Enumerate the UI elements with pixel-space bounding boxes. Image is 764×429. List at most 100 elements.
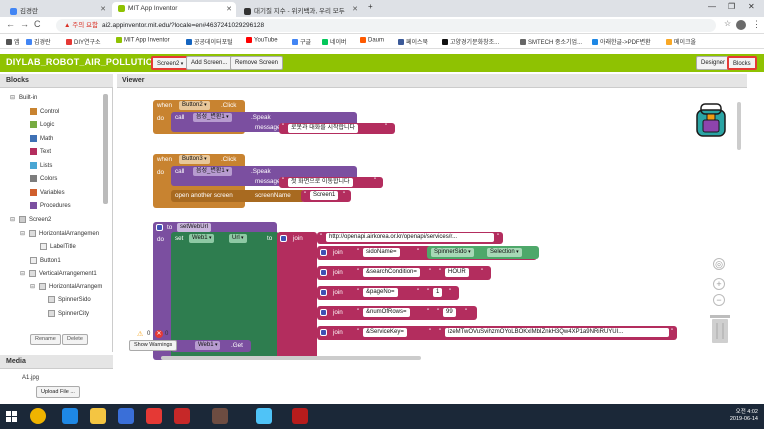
text-value[interactable]: Screen1 [310, 191, 339, 200]
bookmark-item[interactable]: 공공데이터포털 [186, 37, 233, 46]
windows-start-icon[interactable] [6, 411, 18, 423]
app-taskbar-icon[interactable] [256, 408, 272, 424]
chrome-taskbar-icon[interactable] [30, 408, 46, 424]
remove-screen-button[interactable]: Remove Screen [230, 56, 284, 70]
text-block[interactable]: " 첫 화면으로 이동합니다 " [279, 177, 383, 188]
close-window-icon[interactable]: ✕ [748, 2, 755, 11]
text-value[interactable]: &searchCondition= [363, 268, 420, 277]
add-screen-button[interactable]: Add Screen... [186, 56, 233, 70]
bookmark-item[interactable]: YouTube [246, 37, 278, 44]
builtin-math[interactable]: Math [30, 135, 53, 142]
component-dropdown[interactable]: Web1 [189, 234, 215, 243]
minimize-icon[interactable]: — [708, 2, 716, 11]
screen-dropdown[interactable]: Screen2 [151, 56, 190, 70]
join-row[interactable]: join " &numOfRows= " " 99 " [317, 306, 477, 320]
text-value[interactable]: &pageNo= [363, 288, 398, 297]
bookmark-item[interactable]: 구글 [292, 37, 311, 46]
menu-icon[interactable]: ⋮ [752, 19, 761, 29]
maximize-icon[interactable]: ❐ [728, 2, 736, 11]
app-taskbar-icon[interactable] [212, 408, 228, 424]
text-value[interactable]: &numOfRows= [363, 308, 410, 317]
mutator-gear-icon[interactable] [320, 309, 327, 316]
browser-tab-1[interactable]: 김경란✕ [4, 2, 110, 17]
media-file[interactable]: A1.jpg [22, 375, 40, 381]
set-web-url-block[interactable]: set Web1 Url to [171, 232, 279, 360]
workspace-vscrollbar[interactable] [737, 102, 741, 150]
builtin-variables[interactable]: Variables [30, 189, 65, 196]
ie-taskbar-icon[interactable] [62, 408, 78, 424]
join-block-outer[interactable]: join [277, 232, 317, 360]
mutator-gear-icon[interactable] [320, 289, 327, 296]
tree-component[interactable]: Button1 [30, 257, 61, 264]
text-value[interactable]: 1 [433, 288, 443, 297]
collapse-icon[interactable]: ⊟ [30, 284, 36, 291]
builtin-control[interactable]: Control [30, 108, 59, 115]
property-dropdown[interactable]: Url [229, 234, 247, 243]
show-warnings-button[interactable]: Show Warnings [129, 340, 178, 351]
tree-component[interactable]: ⊟HorizontalArrangemen [20, 230, 100, 238]
join-row[interactable]: join " &searchCondition= " " HOUR " [317, 266, 491, 280]
bookmark-item[interactable]: SMTECH 중소기업... [520, 37, 582, 46]
builtin-logic[interactable]: Logic [30, 121, 54, 128]
avatar[interactable] [736, 20, 746, 30]
text-value[interactable]: &ServiceKey= [363, 328, 407, 337]
text-block-url[interactable]: " http://openapi.airkorea.or.kr/openapi/… [317, 232, 503, 244]
tts-dropdown[interactable]: 음성_변환1 [193, 167, 232, 176]
bookmark-item[interactable]: 페이스북 [398, 37, 428, 46]
browser-tab-3[interactable]: 대기질 지수 - 위키백과, 우리 모두✕ [238, 2, 362, 17]
bookmark-item[interactable]: 김경란 [26, 37, 51, 46]
close-tab-icon[interactable]: ✕ [352, 6, 358, 13]
tree-component[interactable]: SpinnerCity [48, 310, 89, 317]
app-taskbar-icon[interactable] [118, 408, 134, 424]
builtin-colors[interactable]: Colors [30, 175, 57, 182]
zoom-in-icon[interactable]: + [713, 278, 725, 290]
blocks-button[interactable]: Blocks [727, 56, 757, 70]
bookmark-item[interactable]: 네이버 [322, 37, 347, 46]
rename-button[interactable]: Rename [30, 334, 61, 345]
tree-screen2[interactable]: ⊟Screen2 [10, 216, 52, 224]
tree-component[interactable]: LabelTitle [40, 243, 76, 250]
explorer-taskbar-icon[interactable] [90, 408, 106, 424]
builtin-lists[interactable]: Lists [30, 162, 52, 169]
recenter-icon[interactable]: ◎ [713, 258, 725, 270]
text-value[interactable]: 로봇과 대화를 시작합니다 [288, 124, 359, 133]
bookmark-apps[interactable]: 앱 [6, 37, 20, 46]
tree-builtin[interactable]: ⊟Built-in [10, 95, 38, 101]
collapse-icon[interactable]: ⊟ [10, 95, 16, 101]
mutator-gear-icon[interactable] [320, 329, 327, 336]
back-icon[interactable]: ← [6, 19, 15, 29]
component-dropdown[interactable]: Button2 [179, 101, 210, 110]
bookmark-item[interactable]: 아래한글->PDF변환 [592, 37, 651, 46]
collapse-icon[interactable]: ⊟ [10, 217, 16, 224]
tts-dropdown[interactable]: 음성_변환1 [193, 113, 232, 122]
procedure-name[interactable]: setWebUrl [177, 223, 211, 232]
collapse-icon[interactable]: ⊟ [20, 271, 26, 278]
zoom-out-icon[interactable]: − [713, 294, 725, 306]
mutator-gear-icon[interactable] [156, 224, 163, 231]
component-dropdown[interactable]: Web1 [195, 341, 221, 350]
spinner-selection-block[interactable]: SpinnerSido Selection [427, 246, 539, 259]
collapse-icon[interactable]: ⊟ [20, 231, 26, 238]
text-value[interactable]: 99 [443, 308, 456, 317]
open-another-screen-block[interactable]: open another screen screenName [171, 190, 305, 202]
builtin-text[interactable]: Text [30, 148, 51, 155]
app-taskbar-icon[interactable] [292, 408, 308, 424]
bookmark-item[interactable]: 메이크올 [666, 37, 696, 46]
tree-scrollbar[interactable] [103, 94, 108, 204]
blocks-workspace[interactable]: when Button2 .Click do call 음성_변환1 .Spea… [121, 92, 741, 360]
mutator-gear-icon[interactable] [320, 269, 327, 276]
text-value[interactable]: HOUR [445, 268, 469, 277]
close-tab-icon[interactable]: ✕ [226, 6, 232, 13]
forward-icon[interactable]: → [20, 19, 29, 29]
tree-component[interactable]: ⊟HorizontalArrangem [30, 283, 103, 291]
app-taskbar-icon[interactable] [146, 408, 162, 424]
bookmark-item[interactable]: 고양경기문화창조... [442, 37, 499, 46]
call-web-get-block[interactable]: Web1 .Get [171, 340, 251, 352]
bookmark-star-icon[interactable]: ☆ [724, 19, 732, 28]
url-text-value[interactable]: http://openapi.airkorea.or.kr/openapi/se… [326, 233, 494, 242]
bookmark-item[interactable]: MIT App Inventor [116, 37, 170, 44]
property-dropdown[interactable]: Selection [487, 248, 522, 257]
text-value[interactable]: 첫 화면으로 이동합니다 [288, 178, 353, 187]
join-row[interactable]: join " &pageNo= " " 1 " [317, 286, 459, 300]
